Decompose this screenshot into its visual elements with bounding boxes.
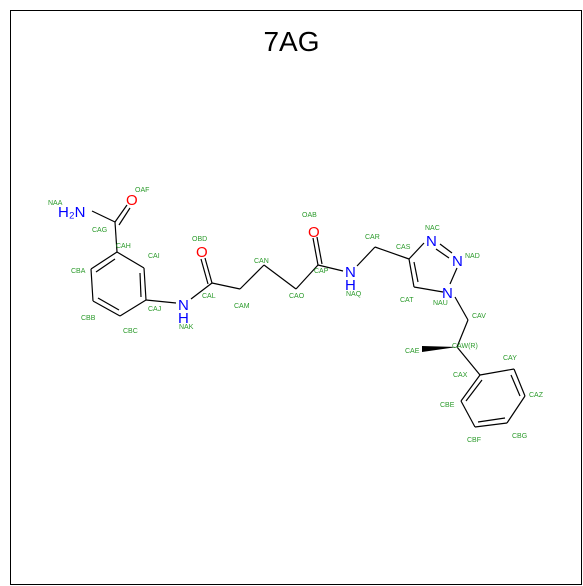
triazole-nitrogen-label: N	[426, 233, 437, 250]
bond	[374, 246, 410, 260]
bond	[139, 272, 142, 298]
bond	[460, 400, 476, 428]
atom-label: CBC	[123, 328, 138, 335]
bond	[413, 286, 444, 293]
bond	[295, 264, 319, 290]
bond	[439, 243, 453, 254]
bond	[90, 268, 94, 302]
atom-label: CAR	[365, 234, 380, 241]
oxygen-label: O	[196, 244, 208, 261]
bond	[211, 282, 241, 290]
bond	[449, 267, 458, 285]
bond	[114, 204, 128, 223]
bond	[143, 267, 147, 301]
bond	[95, 258, 116, 273]
atom-label: OAB	[302, 212, 317, 219]
bond	[454, 296, 469, 321]
bond	[456, 319, 469, 348]
bond	[190, 282, 213, 300]
bond	[460, 374, 481, 402]
bond	[513, 368, 526, 397]
bond	[92, 300, 121, 317]
atom-label: CBE	[440, 402, 455, 409]
bond	[408, 242, 425, 260]
atom-label: CAM	[234, 303, 250, 310]
atom-label: NAK	[179, 324, 194, 331]
triazole-nitrogen-label: N	[452, 253, 463, 270]
atom-label: NAC	[425, 225, 440, 232]
molecule-title: 7AG	[263, 26, 320, 57]
bond	[317, 264, 344, 272]
bond	[119, 299, 147, 317]
atom-label: CAS	[396, 244, 411, 251]
atom-label: CAI	[148, 253, 160, 260]
bond	[118, 207, 131, 226]
bond	[435, 248, 450, 259]
bond	[97, 297, 120, 311]
atom-label: OBD	[192, 236, 207, 243]
amide-hydrogen-label: H	[178, 310, 189, 327]
bond	[474, 422, 508, 428]
atom-label: OAF	[135, 187, 149, 194]
triazole-nitrogen-label: N	[442, 285, 453, 302]
atom-label: CBF	[467, 437, 481, 444]
bond	[263, 264, 297, 290]
atom-label: NAQ	[346, 291, 362, 298]
atom-label: CAG	[92, 227, 107, 234]
atom-label: CBG	[512, 433, 527, 440]
bond	[91, 210, 116, 223]
atom-label: NAU	[433, 300, 448, 307]
bond	[506, 395, 526, 424]
atom-label: CAZ	[529, 392, 544, 399]
atom-label: CAH	[116, 243, 131, 250]
bond	[465, 379, 483, 402]
amine-nitrogen-label: H₂N	[58, 204, 86, 221]
amide-nitrogen-label: N	[345, 264, 356, 281]
amide-hydrogen-label: H	[345, 277, 356, 294]
atom-label: CAP	[314, 268, 329, 275]
bond	[479, 368, 515, 376]
bond	[316, 236, 323, 265]
bond	[90, 251, 118, 270]
bonds	[90, 204, 526, 428]
bond	[204, 257, 213, 284]
oxygen-label: O	[308, 224, 320, 241]
atom-label: CAL	[202, 293, 216, 300]
bond	[116, 251, 145, 269]
atom-label: CBB	[81, 315, 96, 322]
bond	[456, 346, 481, 376]
amide-nitrogen-label: N	[178, 297, 189, 314]
bond	[413, 261, 419, 283]
oxygen-label: O	[126, 192, 138, 209]
atom-label: CAN	[254, 258, 269, 265]
atom-label: NAA	[48, 200, 63, 207]
atom-label: CAY	[503, 355, 517, 362]
bond	[356, 246, 376, 267]
bond	[510, 374, 521, 397]
atom-name-labels: NAA OAF CAG CAH CBA CAI CBB CAJ CBC NAK …	[48, 187, 544, 444]
atom-label: CBA	[71, 268, 86, 275]
structure-frame	[10, 10, 582, 585]
atom-label: NAD	[465, 253, 480, 260]
atom-label: CAX	[453, 372, 468, 379]
heteroatom-labels: H₂N O O O N H N H N N N	[58, 192, 463, 327]
bond	[408, 258, 415, 288]
bond	[114, 221, 118, 253]
atom-label: CAE	[405, 348, 420, 355]
bond	[200, 258, 209, 285]
bond	[312, 237, 319, 266]
atom-label: CAJ	[148, 306, 161, 313]
atom-label: CAW(R)	[452, 343, 478, 350]
bond	[477, 417, 506, 423]
bond	[239, 264, 265, 290]
atom-label: CAT	[400, 297, 414, 304]
wedge-bond	[422, 346, 457, 352]
atom-label: CAO	[289, 293, 305, 300]
bond	[145, 299, 177, 304]
atom-label: CAV	[472, 313, 486, 320]
